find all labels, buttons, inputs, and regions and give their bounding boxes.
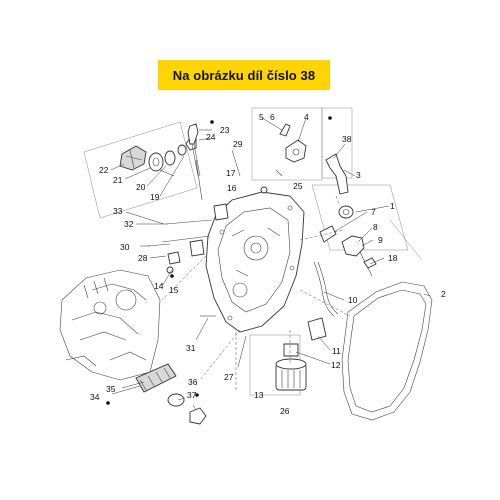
fastener-bolts <box>147 186 268 317</box>
callout-25: 25 <box>293 181 303 191</box>
engine-block-reference <box>59 269 161 381</box>
callout-2: 2 <box>441 289 446 299</box>
bullet-markers <box>106 116 332 405</box>
callout-34: 34 <box>90 392 100 402</box>
callout-35: 35 <box>106 384 116 394</box>
callout-32: 32 <box>124 219 134 229</box>
part-number-banner: Na obrázku díl číslo 38 <box>158 60 330 90</box>
seal-cup <box>338 205 354 219</box>
group-frames <box>83 107 423 396</box>
callout-19: 19 <box>150 192 160 202</box>
callout-31: 31 <box>186 343 196 353</box>
callout-37: 37 <box>187 390 197 400</box>
callout-15: 15 <box>169 285 179 295</box>
callout-13: 13 <box>254 390 264 400</box>
callout-3: 3 <box>356 170 361 180</box>
callout-36: 36 <box>188 377 198 387</box>
callout-11: 11 <box>332 346 341 356</box>
callout-4: 4 <box>304 112 309 122</box>
sensor-parts <box>319 225 377 277</box>
callout-33: 33 <box>113 206 123 216</box>
callout-5: 5 <box>259 112 264 122</box>
bracket-38 <box>325 153 349 195</box>
callout-24: 24 <box>206 132 216 142</box>
oil-strainer <box>135 363 207 425</box>
water-pump-parts <box>119 137 203 201</box>
callout-26: 26 <box>280 406 290 416</box>
callout-29: 29 <box>233 139 243 149</box>
dipstick <box>187 123 201 177</box>
callout-16: 16 <box>227 183 237 193</box>
oil-filter <box>275 317 327 391</box>
callout-7: 7 <box>371 207 376 217</box>
breather-parts <box>275 123 307 177</box>
callout-labels: 1 2 3 4 5 6 7 8 9 10 11 12 13 14 15 16 1… <box>90 112 446 416</box>
callout-21: 21 <box>113 175 123 185</box>
crankcase-cover <box>205 191 305 333</box>
leader-lines <box>110 117 431 411</box>
callout-8: 8 <box>373 222 378 232</box>
callout-28: 28 <box>138 253 148 263</box>
callout-20: 20 <box>136 182 146 192</box>
alignment-lines <box>161 195 351 392</box>
callout-1: 1 <box>390 201 395 211</box>
cover-gasket <box>341 281 433 421</box>
callout-22: 22 <box>99 165 109 175</box>
callout-6: 6 <box>270 112 275 122</box>
callout-23: 23 <box>220 125 230 135</box>
callout-14: 14 <box>154 281 164 291</box>
callout-9: 9 <box>378 235 383 245</box>
callout-10: 10 <box>348 295 358 305</box>
hose <box>313 261 339 317</box>
callout-38: 38 <box>342 134 352 144</box>
callout-27: 27 <box>224 372 234 382</box>
callout-18: 18 <box>388 253 398 263</box>
callout-12: 12 <box>331 360 341 370</box>
callout-30: 30 <box>120 242 130 252</box>
callout-17: 17 <box>226 168 236 178</box>
